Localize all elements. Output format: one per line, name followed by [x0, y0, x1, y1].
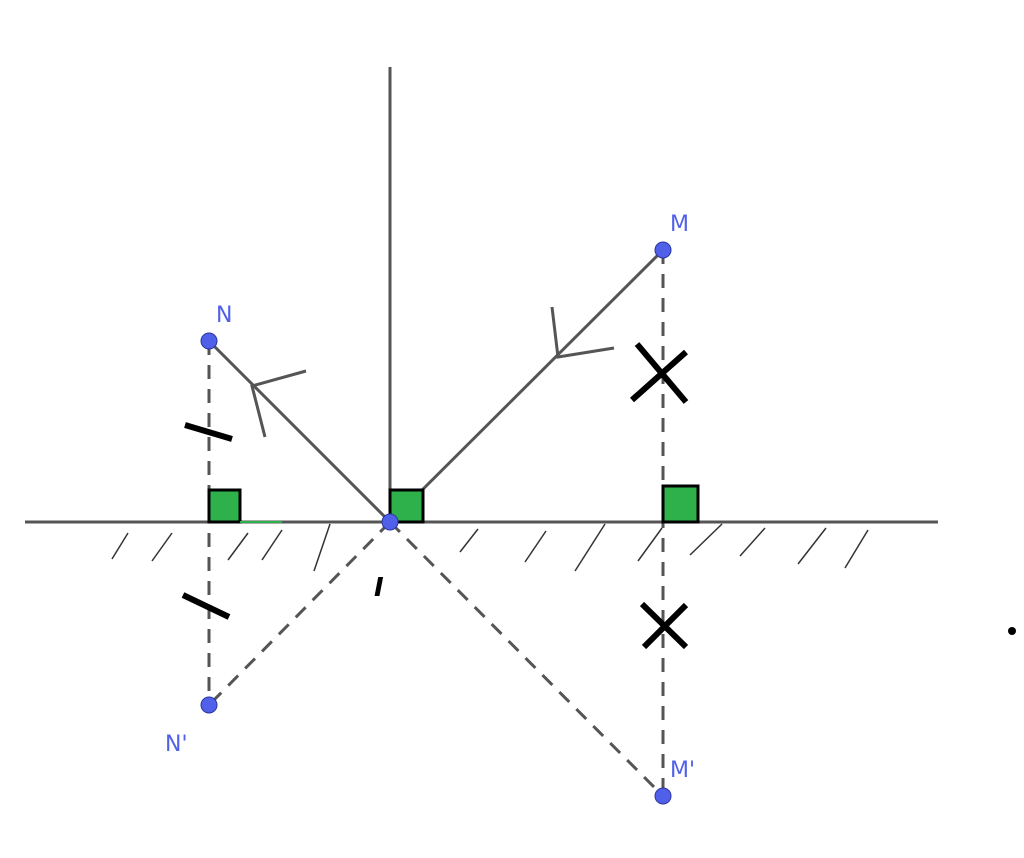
single-tick-icon: [184, 422, 233, 442]
point-M[interactable]: [654, 241, 672, 259]
right-angle-icon-M: [661, 484, 700, 524]
incident-ray: [388, 248, 665, 524]
label-I: I: [374, 573, 384, 603]
cross-tick-icon: [639, 601, 689, 650]
right-angle-icon-N: [207, 488, 242, 524]
point-N[interactable]: [200, 332, 218, 350]
reflected-arrow-icon: [250, 369, 307, 438]
mirror-hatching: [111, 523, 869, 572]
cross-tick-icon: [630, 342, 689, 404]
incident-arrow-icon: [550, 306, 615, 359]
label-N-prime: N': [165, 732, 188, 757]
stray-dot: [1008, 627, 1016, 635]
point-I[interactable]: [381, 513, 399, 531]
point-N-prime[interactable]: [200, 696, 218, 714]
dashed-I-Mprime: [388, 520, 665, 798]
label-N: N: [216, 303, 232, 328]
single-tick-icon: [181, 592, 231, 620]
point-M-prime[interactable]: [654, 787, 672, 805]
label-M: M: [670, 212, 689, 237]
label-M-prime: M': [670, 758, 695, 783]
reflected-ray: [207, 339, 392, 524]
dashed-I-Nprime: [207, 520, 392, 707]
